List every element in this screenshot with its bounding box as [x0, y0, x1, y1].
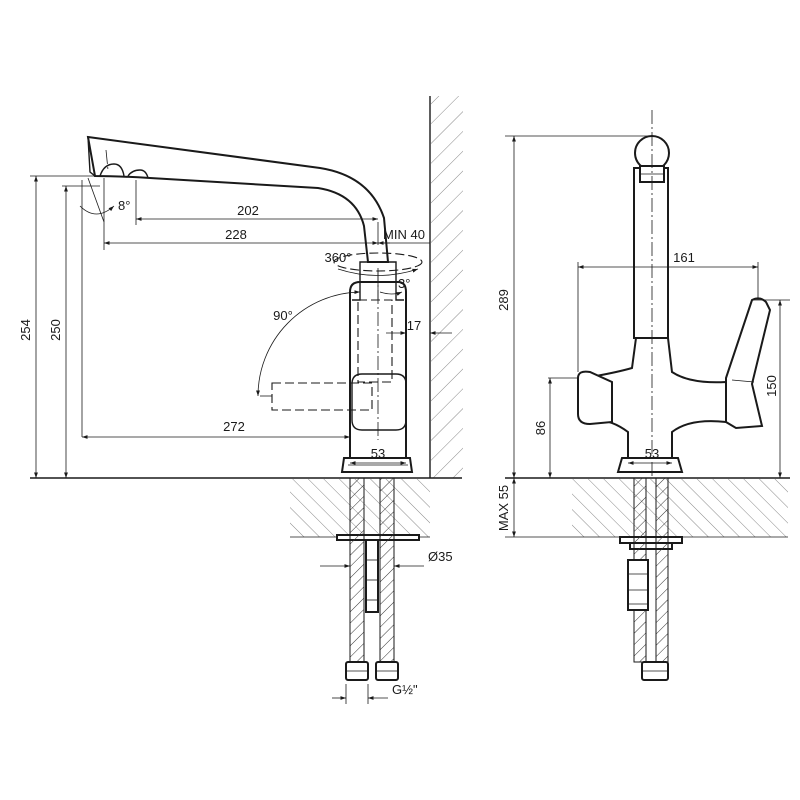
dimension-lines-front: [512, 136, 782, 537]
dim-max-55: MAX 55: [496, 485, 511, 531]
dimension-labels-front: 289 161 150 86 53 MAX 55: [496, 250, 779, 531]
dim-86: 86: [533, 421, 548, 435]
supply-hoses-side: [320, 477, 424, 704]
countertop-side: [30, 477, 462, 541]
dim-53-side: 53: [371, 446, 385, 461]
dim-3-degrees: 3°: [398, 276, 410, 291]
dim-53-front: 53: [645, 446, 659, 461]
dim-161: 161: [673, 250, 695, 265]
dim-thread-g12: G½": [392, 682, 418, 697]
dim-360: 360°: [325, 250, 352, 265]
dim-17: 17: [407, 318, 421, 333]
dim-202: 202: [237, 203, 259, 218]
dim-hole-35: Ø35: [428, 549, 453, 564]
dim-289: 289: [496, 289, 511, 311]
dim-228: 228: [225, 227, 247, 242]
side-view: 202 228 MIN 40 360° 8° 3° 90° 17 272 53 …: [18, 96, 463, 704]
extension-lines-front: [505, 135, 790, 458]
supply-hoses-front: [627, 477, 669, 681]
dim-8-degrees: 8°: [118, 198, 130, 213]
dimension-lines-side: [34, 176, 452, 478]
countertop-front: [505, 477, 790, 550]
dim-272: 272: [223, 419, 245, 434]
dim-250: 250: [48, 319, 63, 341]
spout-side: [86, 135, 390, 263]
front-view: 289 161 150 86 53 MAX 55: [496, 110, 790, 681]
faucet-body-front: [577, 110, 772, 478]
faucet-body-side: [260, 261, 414, 473]
dim-254: 254: [18, 319, 33, 341]
dim-150: 150: [764, 375, 779, 397]
dimension-labels-side: 202 228 MIN 40 360° 8° 3° 90° 17 272 53 …: [18, 198, 453, 697]
handle-swing-arc: [256, 290, 361, 397]
dim-90-degrees: 90°: [273, 308, 293, 323]
dim-min-40: MIN 40: [383, 227, 425, 242]
wall: [429, 96, 463, 478]
